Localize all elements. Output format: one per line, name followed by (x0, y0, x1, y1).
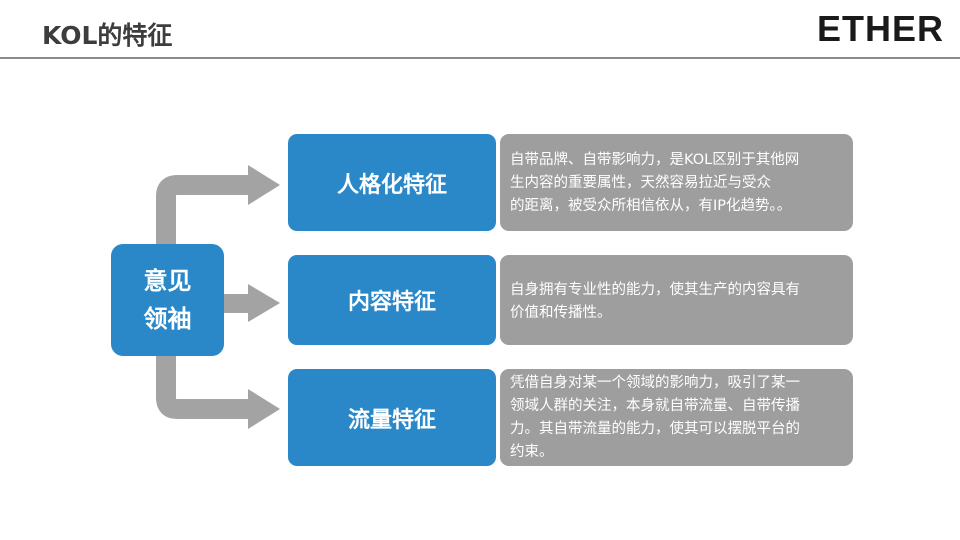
arrow-head-content (248, 284, 280, 322)
description-line: 生内容的重要属性，天然容易拉近与受众 (510, 175, 771, 191)
description-line: 约束。 (510, 444, 554, 460)
arrow-to-persona (156, 175, 250, 244)
feature-title: 人格化特征 (336, 172, 447, 198)
description-line: 领域人群的关注，本身就自带流量、自带传播 (510, 398, 800, 414)
description-box-content: 自身拥有专业性的能力，使其生产的内容具有 价值和传播性。 (500, 255, 853, 345)
feature-box-content: 内容特征 (288, 255, 496, 345)
description-line: 力。其自带流量的能力，使其可以摆脱平台的 (510, 421, 800, 437)
arrow-to-content (222, 294, 250, 313)
feature-box-persona: 人格化特征 (288, 134, 496, 231)
leader-label-line2: 领袖 (143, 305, 192, 333)
arrow-head-traffic (248, 389, 280, 429)
header-divider (0, 57, 960, 59)
description-box-traffic: 凭借自身对某一个领域的影响力，吸引了某一 领域人群的关注，本身就自带流量、自带传… (500, 369, 853, 466)
arrow-to-traffic (156, 356, 250, 419)
leader-label-line1: 意见 (143, 267, 192, 295)
description-line: 价值和传播性。 (510, 305, 612, 321)
opinion-leader-box: 意见 领袖 (111, 244, 224, 356)
feature-title: 流量特征 (347, 407, 436, 433)
description-line: 的距离，被受众所相信依从，有IP化趋势。。 (510, 198, 792, 214)
feature-title: 内容特征 (347, 290, 436, 315)
brand-logo: ETHER (816, 8, 944, 49)
page-title: KOL的特征 (42, 21, 173, 50)
description-line: 凭借自身对某一个领域的影响力，吸引了某一 (510, 375, 800, 391)
description-box-persona: 自带品牌、自带影响力，是KOL区别于其他网 生内容的重要属性，天然容易拉近与受众… (500, 134, 853, 231)
feature-box-traffic: 流量特征 (288, 369, 496, 466)
arrow-head-persona (248, 165, 280, 205)
description-line: 自带品牌、自带影响力，是KOL区别于其他网 (510, 152, 800, 168)
description-line: 自身拥有专业性的能力，使其生产的内容具有 (510, 282, 800, 298)
